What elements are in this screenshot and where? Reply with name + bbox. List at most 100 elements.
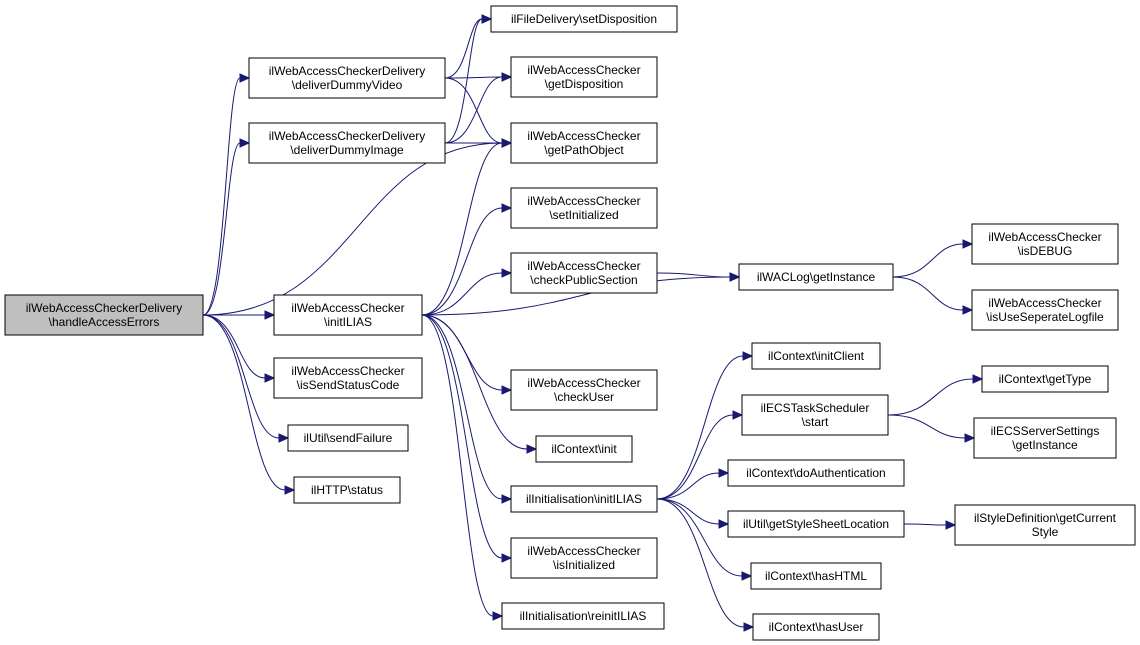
edge-ecsStart-to-ecsSettings xyxy=(887,414,976,443)
node-dummyImage[interactable]: ilWebAccessCheckerDelivery\deliverDummyI… xyxy=(248,122,446,164)
node-box xyxy=(738,263,894,291)
edge-root-to-wacInit xyxy=(203,310,276,320)
node-dummyVideo[interactable]: ilWebAccessCheckerDelivery\deliverDummyV… xyxy=(248,57,446,99)
node-box xyxy=(954,504,1136,546)
node-label: ilWebAccessChecker xyxy=(527,376,640,390)
node-checkUser[interactable]: ilWebAccessChecker\checkUser xyxy=(510,369,658,411)
arrowhead-icon xyxy=(278,433,290,443)
arrowhead-icon xyxy=(239,138,251,148)
node-getType[interactable]: ilContext\getType xyxy=(981,365,1109,393)
edge-line xyxy=(421,314,503,559)
edge-line xyxy=(202,142,503,316)
node-reinit[interactable]: ilInitialisation\reinitILIAS xyxy=(501,602,665,630)
node-label: ilStyleDefinition\getCurrent xyxy=(974,511,1117,525)
edge-root-to-getPathObject xyxy=(202,138,513,316)
edge-line xyxy=(202,142,241,316)
arrowhead-icon xyxy=(742,351,754,361)
node-getDisposition[interactable]: ilWebAccessChecker\getDisposition xyxy=(510,56,658,98)
edge-line xyxy=(421,142,503,316)
node-box xyxy=(510,369,658,411)
edge-line xyxy=(421,314,528,450)
edge-wacLog-to-isDebug xyxy=(892,239,974,278)
edge-line xyxy=(903,523,947,526)
node-sendStatus[interactable]: ilWebAccessChecker\isSendStatusCode xyxy=(273,357,423,399)
node-wacInit[interactable]: ilWebAccessChecker\initILIAS xyxy=(273,294,423,336)
edge-wacInit-to-setInitialized xyxy=(421,203,513,316)
node-initClient[interactable]: ilContext\initClient xyxy=(751,342,881,370)
node-httpStatus[interactable]: ilHTTP\status xyxy=(293,476,401,504)
edge-line xyxy=(656,498,743,577)
node-setDisposition[interactable]: ilFileDelivery\setDisposition xyxy=(490,5,678,33)
node-setInitialized[interactable]: ilWebAccessChecker\setInitialized xyxy=(510,187,658,229)
edge-line xyxy=(421,276,731,316)
node-label: ilUtil\getStyleSheetLocation xyxy=(743,517,889,531)
edge-line xyxy=(656,472,720,500)
node-isInitialized[interactable]: ilWebAccessChecker\isInitialized xyxy=(510,537,658,579)
edge-line xyxy=(444,76,503,79)
arrowhead-icon xyxy=(945,520,957,530)
node-ctxInit[interactable]: ilContext\init xyxy=(535,435,633,463)
node-label: ilFileDelivery\setDisposition xyxy=(511,12,657,26)
arrowhead-icon xyxy=(718,468,730,478)
edge-dummyVideo-to-setDisposition xyxy=(444,14,493,79)
node-hasUser[interactable]: ilContext\hasUser xyxy=(752,613,880,641)
node-box xyxy=(248,57,446,99)
node-initInit[interactable]: ilInitialisation\initILIAS xyxy=(510,485,658,513)
node-sendFailure[interactable]: ilUtil\sendFailure xyxy=(287,424,409,452)
node-doAuth[interactable]: ilContext\doAuthentication xyxy=(727,459,905,487)
edge-line xyxy=(202,314,280,439)
arrowhead-icon xyxy=(526,444,538,454)
node-isUseSep[interactable]: ilWebAccessChecker\isUseSeperateLogfile xyxy=(971,289,1119,331)
node-root[interactable]: ilWebAccessCheckerDelivery\handleAccessE… xyxy=(4,294,204,336)
node-styleSheet[interactable]: ilUtil\getStyleSheetLocation xyxy=(727,510,905,538)
node-box xyxy=(535,435,633,463)
edge-line xyxy=(444,77,503,144)
edge-dummyImage-to-getDisposition xyxy=(444,72,513,144)
node-label: ilECSServerSettings xyxy=(991,424,1100,438)
node-checkPublic[interactable]: ilWebAccessChecker\checkPublicSection xyxy=(510,252,658,294)
edge-line xyxy=(656,355,744,500)
node-label: \deliverDummyVideo xyxy=(292,78,403,92)
node-box xyxy=(510,56,658,98)
node-ecsSettings[interactable]: ilECSServerSettings\getInstance xyxy=(973,417,1117,459)
node-box xyxy=(4,294,204,336)
node-label: ilWebAccessCheckerDelivery xyxy=(26,301,183,315)
edge-line xyxy=(421,314,494,617)
node-label: ilInitialisation\initILIAS xyxy=(526,492,642,506)
arrowhead-icon xyxy=(729,272,741,282)
edge-line xyxy=(202,77,241,316)
node-label: \checkUser xyxy=(554,390,614,404)
arrowhead-icon xyxy=(962,239,974,249)
node-label: ilWACLog\getInstance xyxy=(757,270,876,284)
node-isDebug[interactable]: ilWebAccessChecker\isDEBUG xyxy=(971,223,1119,265)
node-ecsStart[interactable]: ilECSTaskScheduler\start xyxy=(741,394,889,436)
edge-wacInit-to-getPathObject xyxy=(421,138,513,316)
node-label: ilContext\hasHTML xyxy=(765,569,867,583)
call-nodes: ilWebAccessCheckerDelivery\handleAccessE… xyxy=(4,5,1136,641)
node-label: ilWebAccessChecker xyxy=(291,301,404,315)
arrowhead-icon xyxy=(741,571,753,581)
edge-line xyxy=(202,314,286,491)
arrowhead-icon xyxy=(501,553,513,563)
node-label: \isDEBUG xyxy=(1018,244,1073,258)
node-box xyxy=(752,613,880,641)
edge-line xyxy=(444,18,483,144)
node-box xyxy=(248,122,446,164)
node-label: ilWebAccessChecker xyxy=(527,194,640,208)
edge-initInit-to-styleSheet xyxy=(656,498,730,529)
arrowhead-icon xyxy=(501,268,513,278)
edge-root-to-dummyImage xyxy=(202,138,251,316)
node-wacLog[interactable]: ilWACLog\getInstance xyxy=(738,263,894,291)
edge-initInit-to-hasHtml xyxy=(656,498,753,581)
node-getPathObject[interactable]: ilWebAccessChecker\getPathObject xyxy=(510,122,658,164)
edge-styleSheet-to-styleDef xyxy=(903,520,957,530)
node-box xyxy=(273,357,423,399)
node-label: ilUtil\sendFailure xyxy=(304,431,393,445)
edge-line xyxy=(656,414,734,500)
node-box xyxy=(501,602,665,630)
node-box xyxy=(510,187,658,229)
node-box xyxy=(741,394,889,436)
node-hasHtml[interactable]: ilContext\hasHTML xyxy=(750,562,882,590)
